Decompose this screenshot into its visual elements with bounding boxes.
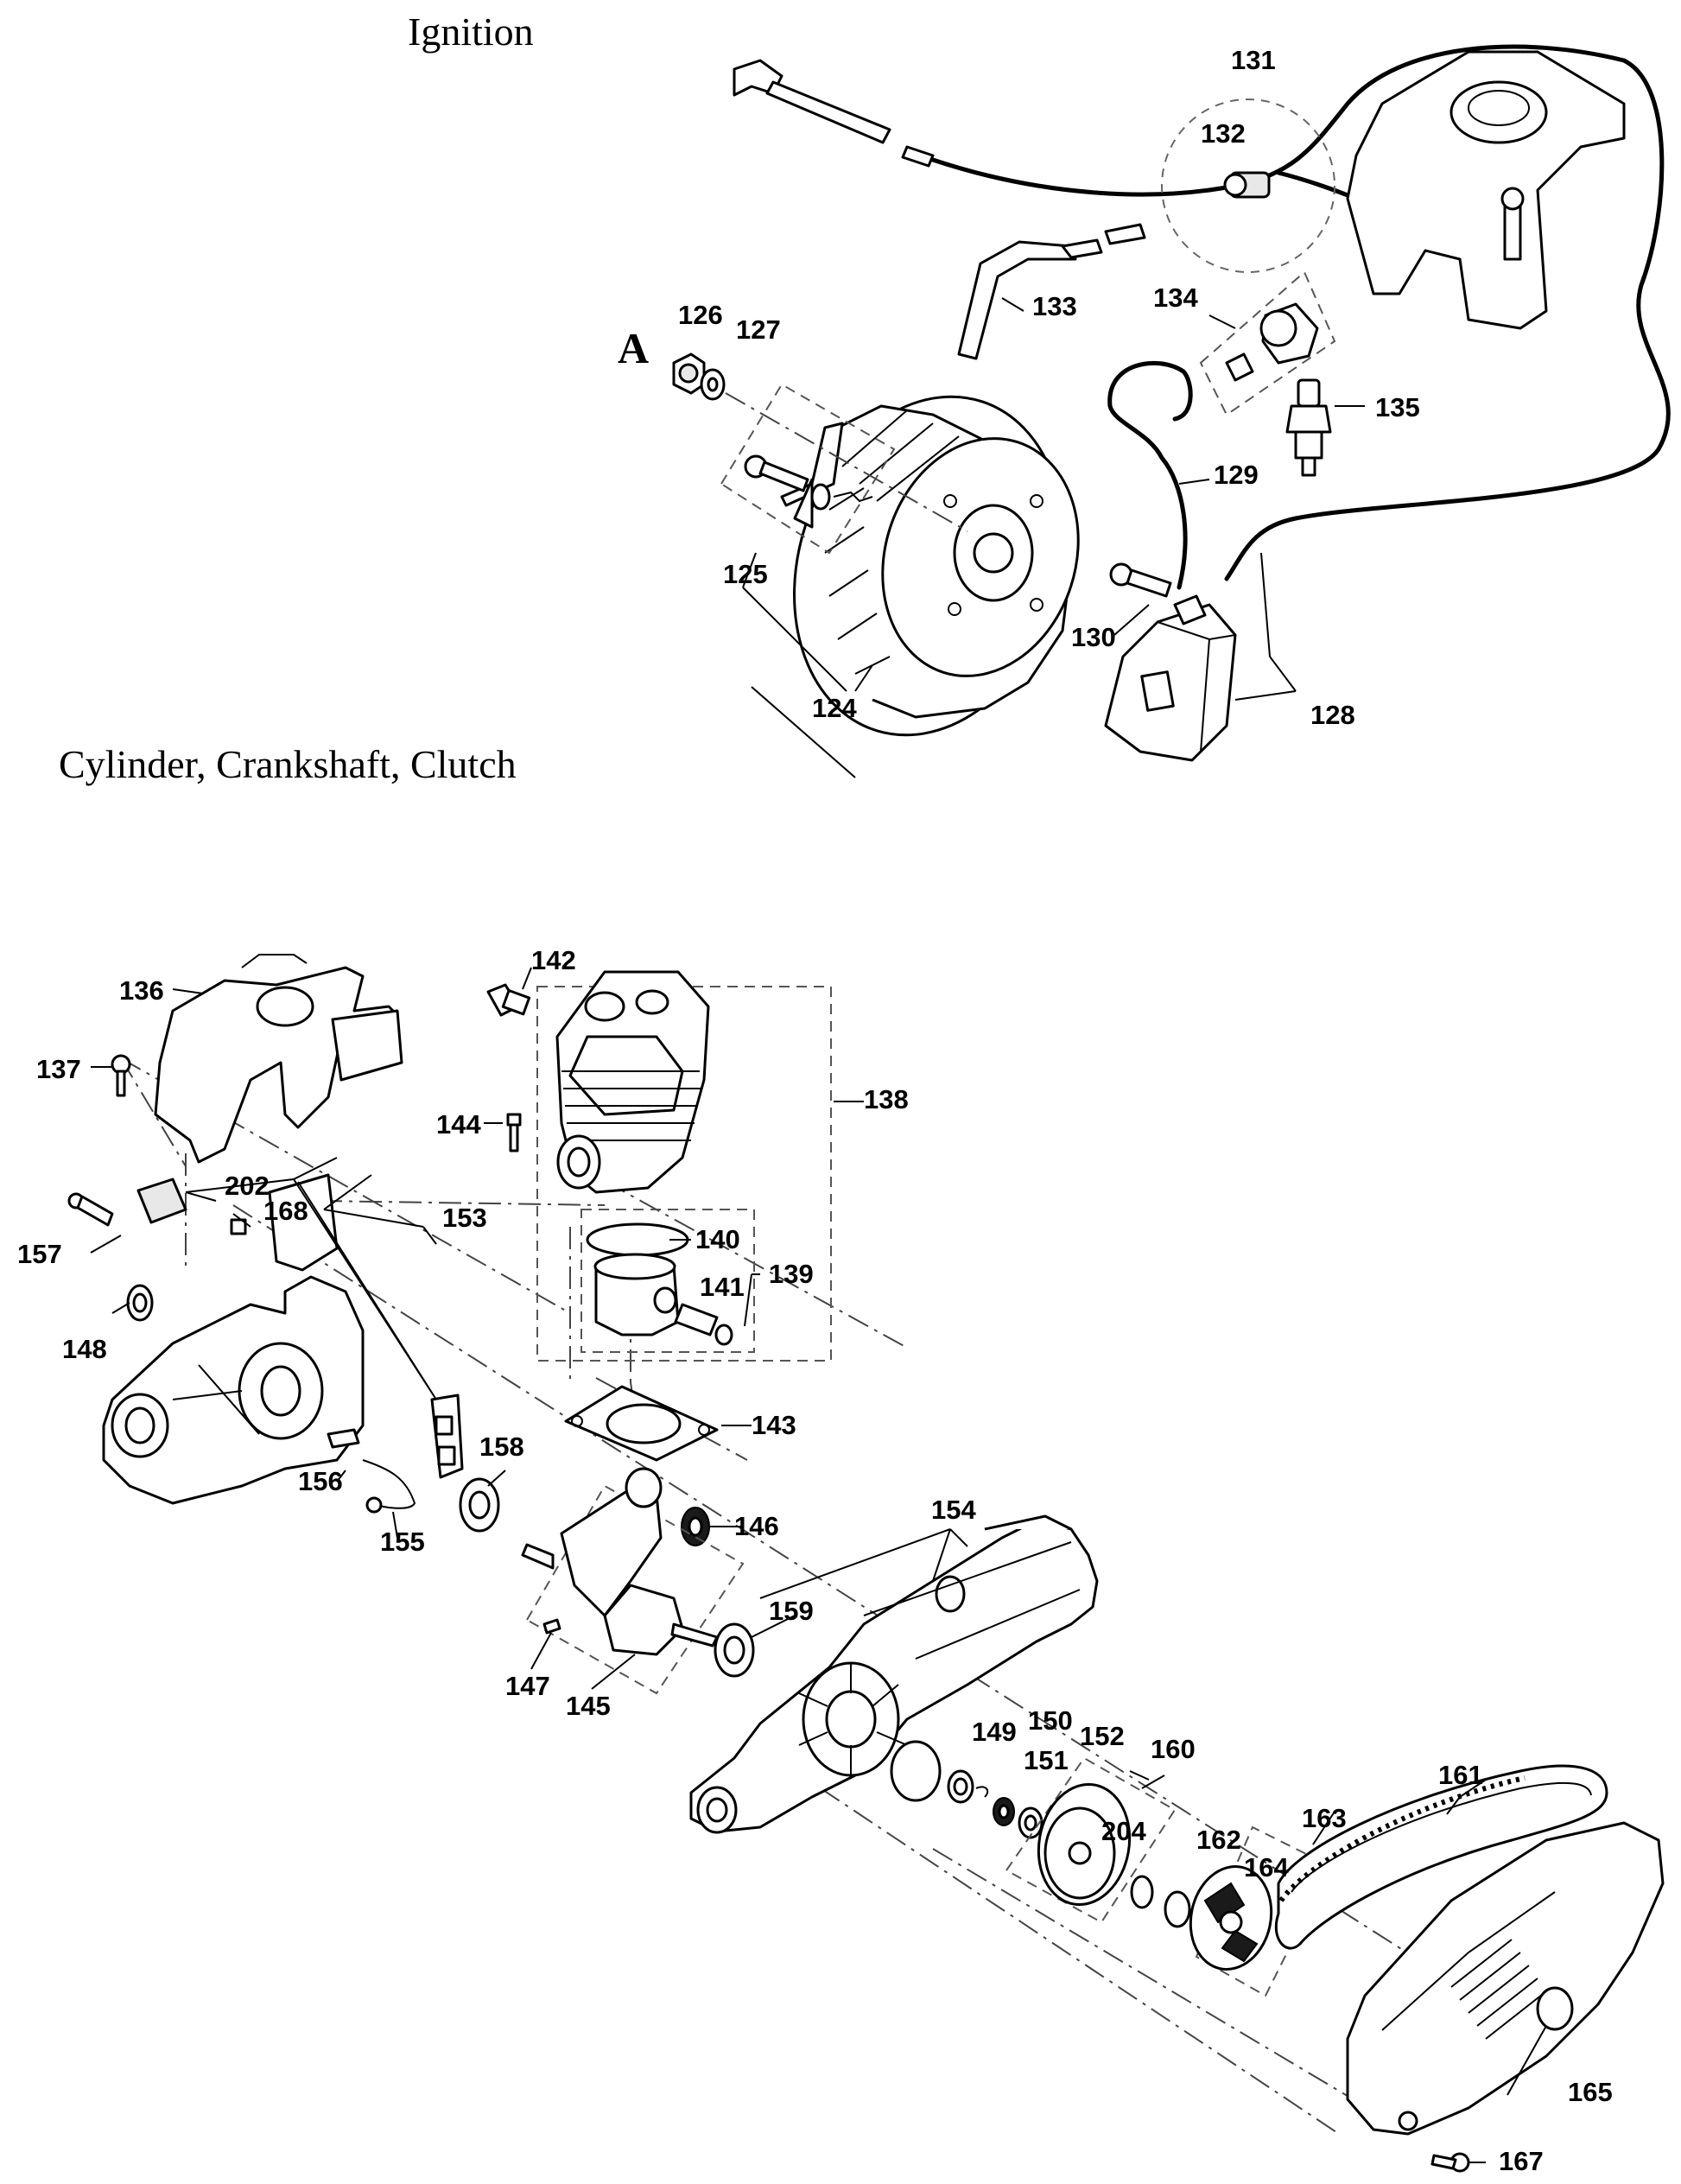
callout-134: 134 <box>1153 283 1198 313</box>
clutch-bearing <box>1130 1875 1154 1909</box>
callout-136: 136 <box>119 975 164 1006</box>
flywheel <box>793 395 1080 737</box>
piston-pin <box>674 1303 733 1346</box>
callout-167: 167 <box>1499 2146 1544 2176</box>
callout-140: 140 <box>695 1224 740 1254</box>
ht-lead <box>1107 360 1193 590</box>
bearing-148 <box>126 1284 154 1322</box>
callout-124: 124 <box>812 693 857 723</box>
flywheel-washer <box>700 368 726 401</box>
callout-156: 156 <box>298 1466 343 1496</box>
callout-155: 155 <box>380 1527 425 1557</box>
cylinder-gasket <box>564 1385 719 1462</box>
screw-157 <box>67 1192 114 1227</box>
cover-screw <box>111 1054 131 1097</box>
drive-belt <box>1274 1764 1608 1950</box>
callout-133: 133 <box>1032 291 1077 321</box>
needle-bearing <box>681 1507 710 1546</box>
cutting-arm-crankcase <box>689 1514 1099 1834</box>
bearing-159 <box>714 1622 755 1678</box>
marker-a: A <box>618 324 649 372</box>
callout-161: 161 <box>1438 1760 1483 1790</box>
piston-assembly <box>580 1209 755 1353</box>
callout-135: 135 <box>1375 392 1420 422</box>
ignition-assembly <box>672 44 1671 762</box>
callout-137: 137 <box>36 1054 81 1084</box>
callout-202: 202 <box>225 1171 270 1201</box>
stop-switch-rod <box>733 59 935 168</box>
callout-139: 139 <box>769 1259 814 1289</box>
warning-decal <box>136 1178 187 1224</box>
callout-162: 162 <box>1196 1825 1241 1855</box>
callout-159: 159 <box>769 1596 814 1626</box>
ignition-section-title: Ignition <box>408 10 534 54</box>
callout-165: 165 <box>1568 2077 1613 2107</box>
decompression-valve <box>486 983 531 1017</box>
callout-158: 158 <box>479 1432 524 1462</box>
callout-130: 130 <box>1071 622 1116 652</box>
clutch-washers <box>947 1769 1043 1839</box>
callout-129: 129 <box>1214 460 1259 490</box>
callout-168: 168 <box>263 1196 308 1226</box>
callout-144: 144 <box>436 1109 481 1140</box>
ignition-leaders <box>742 297 1365 778</box>
callout-142: 142 <box>531 945 576 975</box>
crankcase-half <box>102 1173 365 1505</box>
coil-screw <box>1109 562 1172 598</box>
bearing-158 <box>459 1477 500 1533</box>
cylinder-leaders <box>90 967 1547 2163</box>
callout-131: 131 <box>1231 45 1276 75</box>
connector-detail-circle <box>1161 98 1335 273</box>
screw-167 <box>1430 2152 1470 2173</box>
callout-151: 151 <box>1024 1745 1069 1775</box>
callout-153: 153 <box>442 1203 487 1233</box>
crankcase-gasket <box>327 1394 464 1514</box>
callout-132: 132 <box>1201 118 1246 149</box>
callout-126: 126 <box>678 300 723 330</box>
starter-pawl-assembly <box>720 383 896 555</box>
crankshaft <box>521 1467 745 1695</box>
cylinder <box>536 970 832 1362</box>
clutch-drum <box>1005 1756 1177 1924</box>
flywheel-nut <box>672 352 706 395</box>
callout-164: 164 <box>1244 1852 1289 1882</box>
callout-152: 152 <box>1080 1721 1125 1751</box>
callout-148: 148 <box>62 1334 107 1364</box>
callout-145: 145 <box>566 1691 611 1721</box>
spark-plug-cap <box>1199 270 1336 416</box>
ignition-coil <box>1104 594 1237 762</box>
cylinder-cover <box>154 954 403 1164</box>
callout-154: 154 <box>931 1495 976 1525</box>
cylinder-assembly <box>67 954 1665 2173</box>
screw-144 <box>506 1113 522 1152</box>
callout-128: 128 <box>1310 700 1355 730</box>
ignition-callouts: A 126 127 131 132 133 134 135 129 125 13… <box>618 45 1420 730</box>
callout-163: 163 <box>1302 1803 1347 1833</box>
callout-138: 138 <box>864 1084 909 1114</box>
callout-147: 147 <box>505 1671 550 1701</box>
callout-146: 146 <box>734 1511 779 1541</box>
belt-guard <box>1346 1821 1665 2136</box>
crank-key <box>542 1618 561 1635</box>
clutch-washer-162 <box>1164 1890 1191 1928</box>
callout-125: 125 <box>723 559 768 589</box>
callout-160: 160 <box>1151 1734 1196 1764</box>
callout-149: 149 <box>972 1717 1017 1747</box>
callout-141: 141 <box>700 1272 745 1302</box>
callout-127: 127 <box>736 314 781 345</box>
cable-connector <box>1223 171 1271 199</box>
callout-204: 204 <box>1101 1816 1146 1846</box>
cylinder-cover-top <box>1346 50 1626 330</box>
cable-bracket <box>957 240 1077 360</box>
cylinder-callouts: 136 137 142 138 144 202 153 168 140 157 … <box>17 945 1613 2176</box>
callout-150: 150 <box>1028 1705 1073 1736</box>
callout-157: 157 <box>17 1239 62 1269</box>
callout-143: 143 <box>752 1410 796 1440</box>
cylinder-section-title: Cylinder, Crankshaft, Clutch <box>59 742 517 786</box>
clip-168 <box>230 1218 247 1235</box>
spark-plug <box>1285 378 1332 477</box>
